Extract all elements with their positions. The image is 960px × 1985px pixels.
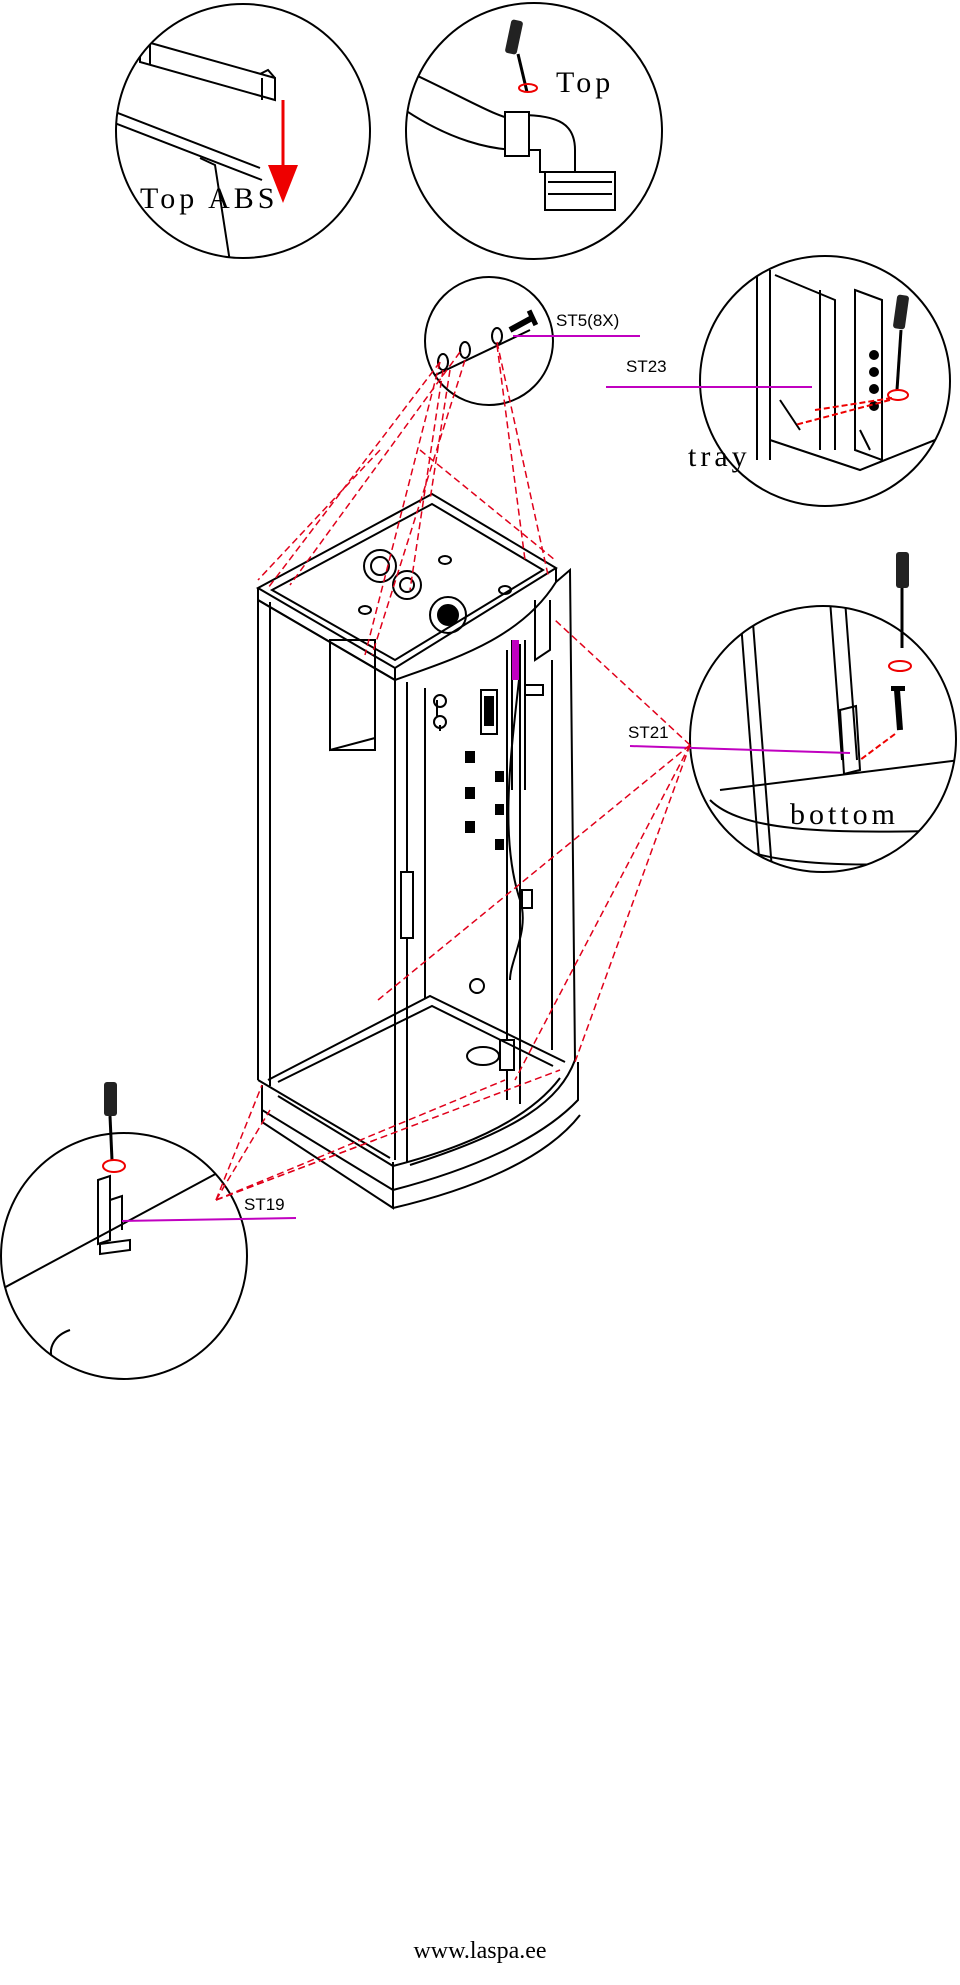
screwdriver-icon: [893, 294, 909, 391]
label-bottom: bottom: [790, 798, 899, 831]
shower-cabin: [255, 492, 581, 1210]
detail-st23-tray: ST23 tray: [606, 255, 951, 507]
screwdriver-icon: [104, 1082, 117, 1161]
label-top: Top: [556, 66, 614, 99]
detail-st19: ST19: [0, 1082, 297, 1380]
label-tray: tray: [688, 440, 751, 473]
detail-top: Top: [405, 2, 663, 260]
label-st5: ST5(8X): [556, 311, 619, 330]
detail-top-abs: Top ABS: [115, 3, 371, 259]
down-arrow-head: [268, 165, 298, 203]
screw-icon: [508, 309, 539, 333]
footer-url[interactable]: www.laspa.ee: [413, 1938, 547, 1964]
label-top-abs: Top ABS: [140, 182, 278, 215]
screw-icon: [891, 686, 905, 731]
label-st19: ST19: [244, 1195, 285, 1214]
detail-st21-bottom: ST21 bottom: [628, 552, 957, 873]
leader-lines: [215, 341, 691, 1201]
label-st23: ST23: [626, 357, 667, 376]
label-st21: ST21: [628, 723, 669, 742]
screwdriver-icon: [896, 552, 909, 648]
detail-st5: ST5(8X): [424, 276, 640, 406]
screwdriver-icon: [505, 19, 529, 93]
